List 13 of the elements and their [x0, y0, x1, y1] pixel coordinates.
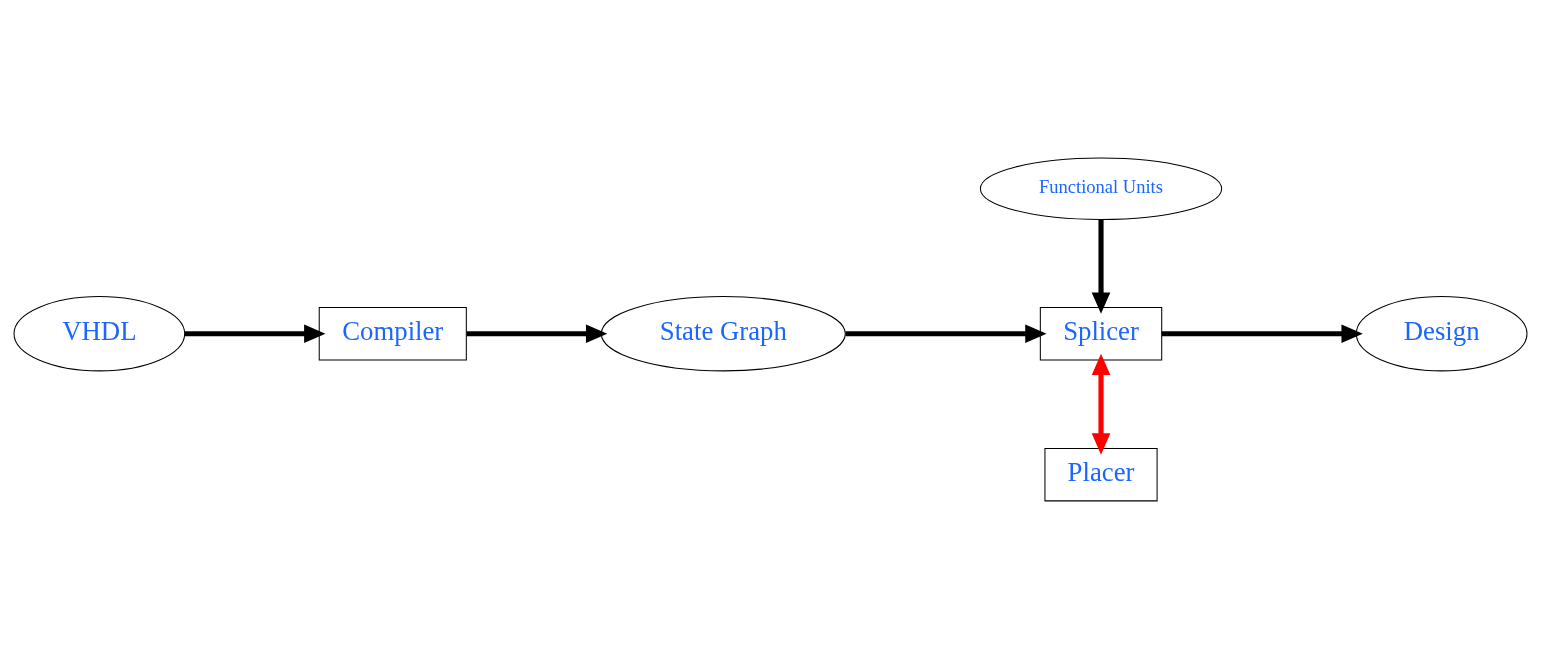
node-box: Splicer: [1039, 306, 1163, 360]
arrow: [1091, 218, 1111, 314]
node-ellipse: State Graph: [600, 295, 846, 371]
node-ellipse: Functional Units: [979, 156, 1223, 220]
node-box: Compiler: [318, 306, 467, 360]
arrow: [1091, 353, 1111, 455]
node-ellipse: Design: [1355, 295, 1528, 371]
arrow: [466, 323, 608, 343]
node-ellipse: VHDL: [13, 295, 186, 371]
arrow: [184, 323, 326, 343]
arrow: [1161, 323, 1363, 343]
node-box: Placer: [1044, 447, 1158, 501]
arrow: [845, 323, 1047, 343]
